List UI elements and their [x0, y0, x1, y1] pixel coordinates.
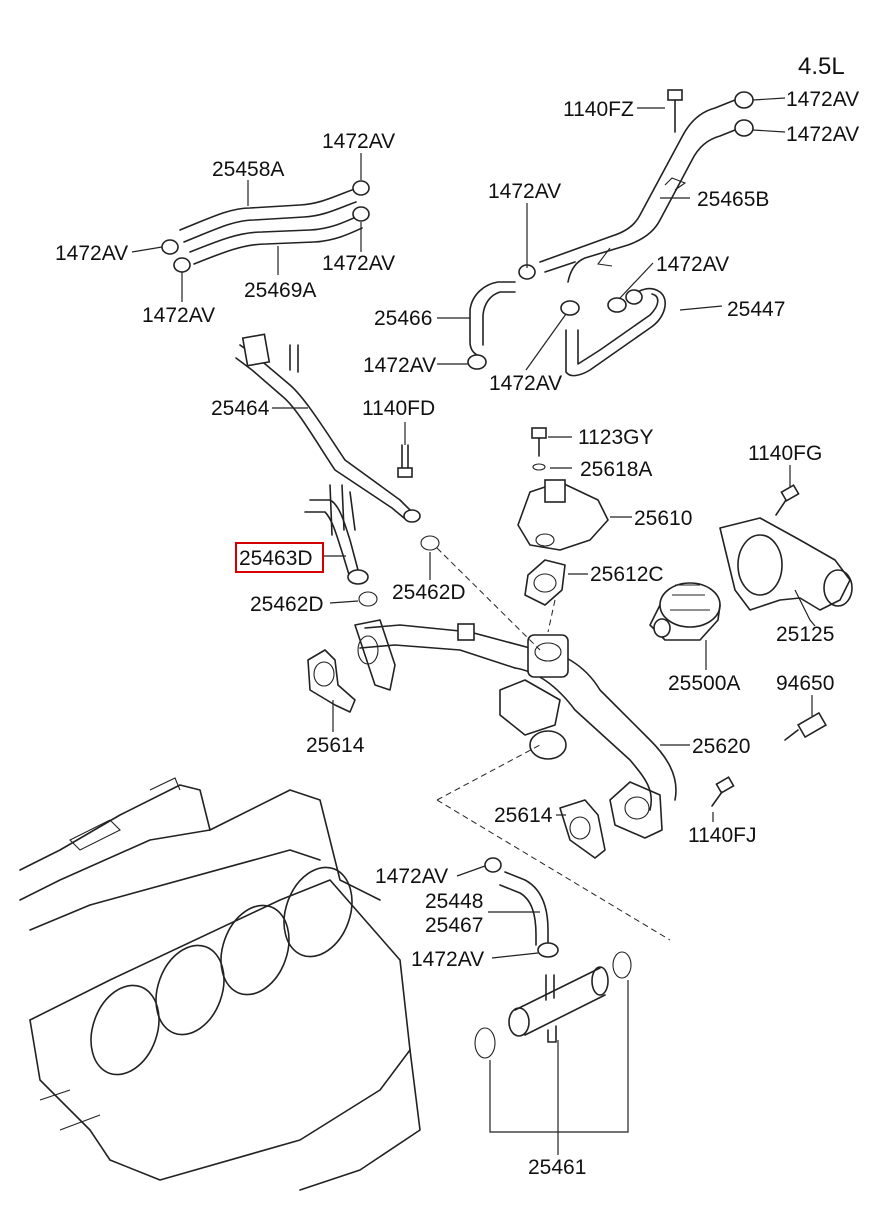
hose-25469A: [189, 215, 363, 265]
label-25466: 25466: [374, 307, 432, 330]
label-25448: 25448: [425, 890, 483, 913]
label-1472AV: 1472AV: [322, 252, 395, 275]
housing-25610: [517, 479, 609, 551]
pipe-25464: [235, 333, 421, 523]
label-25462D: 25462D: [250, 593, 324, 616]
bolt-1140FZ: [667, 89, 683, 133]
gasket-25614-left: [307, 649, 356, 713]
alignment-lines: [436, 547, 671, 941]
label-25610: 25610: [634, 507, 692, 530]
label-25464: 25464: [211, 397, 270, 420]
label-25467: 25467: [425, 914, 483, 937]
gasket-25612C: [524, 559, 566, 606]
label-25612C: 25612C: [590, 563, 664, 586]
label-1472AV: 1472AV: [142, 304, 215, 327]
label-1123GY: 1123GY: [578, 426, 654, 449]
label-25447: 25447: [727, 298, 785, 321]
label-25469A: 25469A: [244, 279, 316, 302]
label-1472AV: 1472AV: [656, 253, 729, 276]
hose-25448: [484, 857, 559, 958]
label-25614: 25614: [494, 804, 553, 827]
label-1140FJ: 1140FJ: [688, 824, 757, 847]
hose-25458A: [179, 189, 357, 243]
engine-block: [19, 777, 421, 1191]
label-25500A: 25500A: [668, 672, 740, 695]
bolt-1123GY: [531, 427, 547, 471]
pipe-25461: [474, 951, 632, 1059]
hose-25447: [560, 287, 666, 377]
highlight-box-25463D: [235, 542, 324, 573]
label-1140FZ: 1140FZ: [563, 98, 634, 121]
label-1140FD: 1140FD: [362, 397, 435, 420]
label-94650: 94650: [776, 672, 834, 695]
label-1472AV: 1472AV: [55, 242, 128, 265]
label-25461: 25461: [528, 1156, 586, 1179]
label-25125: 25125: [776, 623, 834, 646]
label-1472AV: 1472AV: [489, 372, 562, 395]
label-25458A: 25458A: [212, 158, 284, 181]
label-1472AV: 1472AV: [375, 865, 448, 888]
label-1140FG: 1140FG: [748, 442, 822, 465]
label-25463D: 25463D: [239, 547, 313, 570]
bolt-1140FJ: [711, 776, 735, 807]
leader-lines: [131, 97, 816, 1155]
pipe-25463D: [304, 484, 369, 585]
label-1472AV: 1472AV: [363, 354, 436, 377]
label-25462D: 25462D: [392, 581, 466, 604]
label-1472AV: 1472AV: [786, 88, 859, 111]
manifold-25620: [354, 619, 677, 839]
label-1472AV: 1472AV: [322, 130, 395, 153]
sensor-94650: [784, 711, 827, 741]
label-1472AV: 1472AV: [786, 123, 859, 146]
gasket-25614-right: [559, 799, 606, 859]
outlet-25125: [719, 517, 853, 611]
pipe-25465B: [539, 99, 741, 283]
label-1472AV: 1472AV: [411, 948, 484, 971]
hose-25466: [467, 281, 516, 370]
label-25614: 25614: [306, 734, 365, 757]
label-25620: 25620: [692, 735, 750, 758]
clamps-top-right: [518, 91, 754, 280]
label-25465B: 25465B: [697, 188, 769, 211]
label-1472AV: 1472AV: [488, 180, 561, 203]
thermostat-25500A: [649, 582, 721, 641]
orings-25462D: [358, 535, 440, 607]
label-25618A: 25618A: [580, 458, 652, 481]
engine-label: 4.5L: [798, 53, 845, 80]
bolt-1140FD: [397, 444, 413, 478]
bolt-1140FG: [775, 484, 800, 516]
